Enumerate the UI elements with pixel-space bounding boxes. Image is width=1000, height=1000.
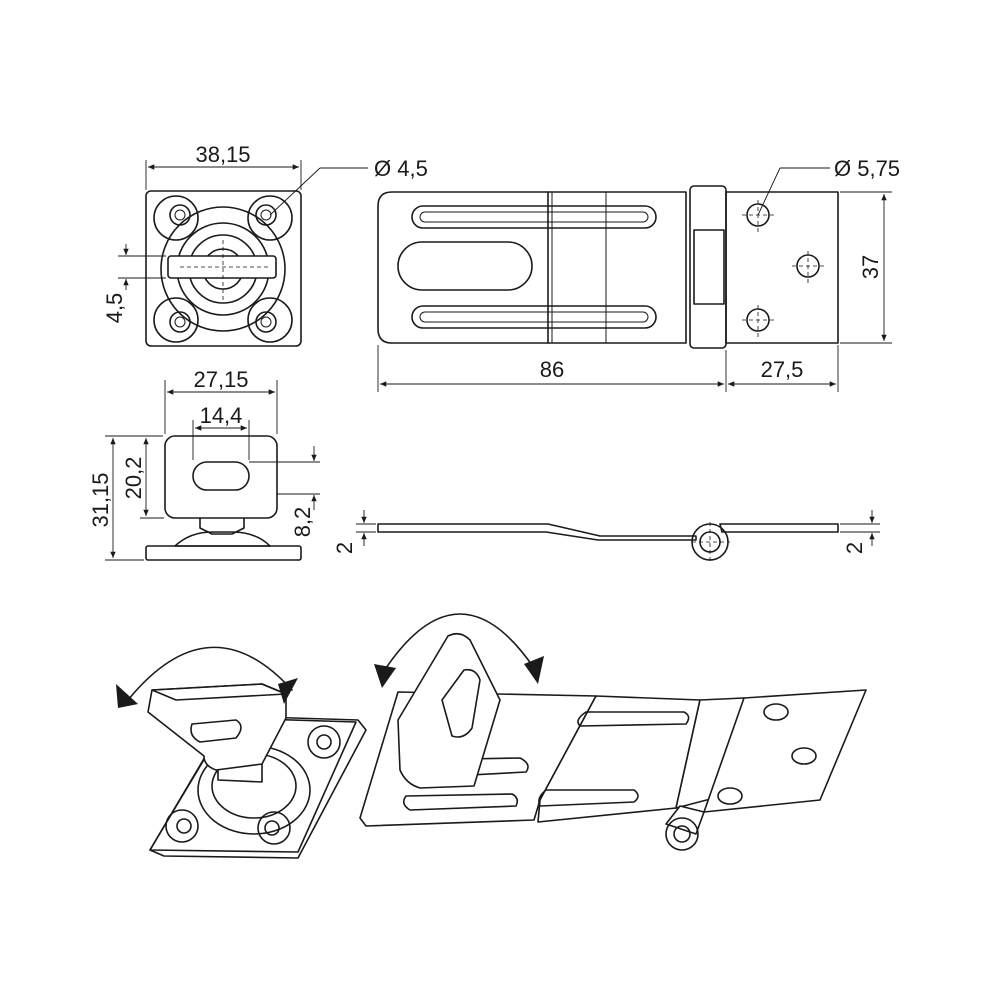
dim-total-height: 31,15 <box>88 472 113 527</box>
staple-boss-outer <box>160 206 286 332</box>
staple-slot <box>192 461 250 491</box>
dim-loop-slot: 14,4 <box>200 403 243 428</box>
hasp-slot <box>397 241 533 291</box>
hasp-iso-hinge-plate <box>703 689 867 813</box>
dim-loop-height: 20,2 <box>121 457 146 500</box>
hasp-top-view: Ø 5,75 37 86 27,5 <box>377 156 900 392</box>
staple-isometric <box>116 646 367 859</box>
hasp-rib-top <box>411 205 657 229</box>
hasp-mount-holes <box>742 200 824 337</box>
staple-base-plate <box>145 190 302 347</box>
hasp-hinge <box>689 185 727 349</box>
dim-hinge-length: 27,5 <box>761 357 804 382</box>
dim-hasp-thick: 2 <box>842 542 867 554</box>
hasp-hinge-plate <box>725 191 839 344</box>
staple-base-side <box>145 545 302 561</box>
dim-loop-width: 27,15 <box>193 367 248 392</box>
staple-side-view: 27,15 14,4 31,15 20,2 8,2 <box>88 367 320 561</box>
staple-top-view: 38,15 Ø 4,5 4,5 <box>102 142 428 347</box>
dim-staple-slot: 4,5 <box>102 293 127 324</box>
hasp-side-view: 2 2 <box>332 510 880 564</box>
staple-iso-loop <box>147 683 287 771</box>
dim-hasp-length: 86 <box>540 357 564 382</box>
dim-staple-hole: Ø 4,5 <box>374 156 428 181</box>
dim-base-thick: 2 <box>332 542 357 554</box>
hasp-plate <box>377 191 687 344</box>
dim-staple-width: 38,15 <box>195 142 250 167</box>
dim-hasp-hole: Ø 5,75 <box>834 156 900 181</box>
hasp-isometric <box>359 613 867 851</box>
hasp-rib-bottom <box>411 305 657 329</box>
staple-loop-side <box>164 435 278 519</box>
dim-hasp-height: 37 <box>858 255 883 279</box>
dim-slot-base: 8,2 <box>290 507 315 538</box>
